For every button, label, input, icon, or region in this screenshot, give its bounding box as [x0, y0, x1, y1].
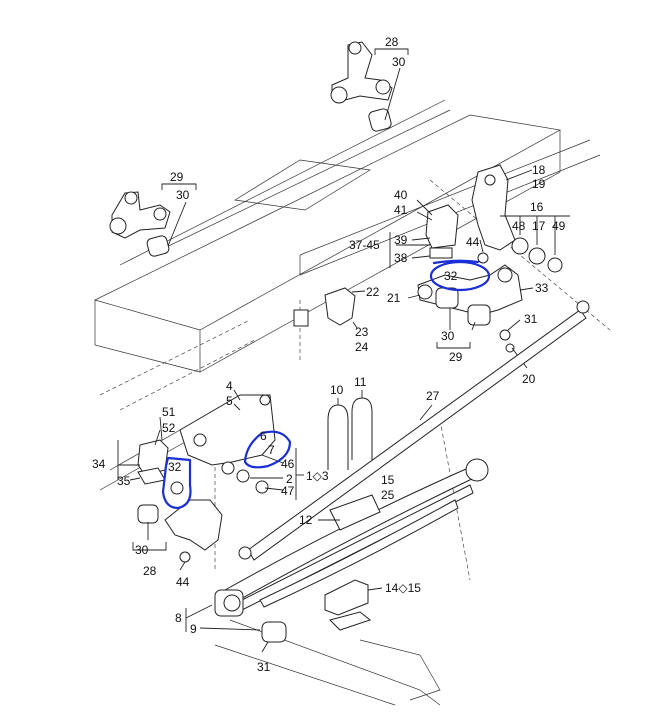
callout-17: 17: [532, 219, 546, 233]
callout-35: 35: [117, 474, 131, 488]
rear-shackle-lower: [137, 481, 223, 563]
callout-39: 39: [394, 233, 408, 247]
callout-44: 44: [176, 575, 190, 589]
callout-23: 23: [355, 325, 369, 339]
rear-shackle-bracket: [417, 264, 523, 353]
callout-38: 38: [394, 251, 408, 265]
callout-9: 9: [190, 622, 197, 636]
callout-31: 31: [257, 660, 271, 674]
bump-stop: [293, 287, 356, 327]
markup-annotations: [161, 259, 491, 510]
callout-2: 2: [286, 472, 293, 486]
callout-8: 8: [175, 611, 182, 625]
callout-19: 19: [532, 177, 546, 191]
callout-24: 24: [355, 340, 369, 354]
callout-29: 29: [170, 170, 184, 184]
callout-12: 12: [299, 513, 313, 527]
callout-37-45: 37-45: [349, 238, 380, 252]
callout-1-3: 1◇3: [306, 469, 329, 483]
callout-32: 32: [444, 269, 458, 283]
callout-32: 32: [168, 460, 182, 474]
callout-5: 5: [226, 394, 233, 408]
callout-51: 51: [162, 405, 176, 419]
callout-20: 20: [522, 372, 536, 386]
markup-circle-32-lower: [161, 456, 192, 510]
callout-30: 30: [176, 188, 190, 202]
callout-33: 33: [535, 281, 549, 295]
torque-rod: [238, 300, 590, 561]
leaf-spring: [214, 458, 489, 643]
callout-21: 21: [387, 291, 401, 305]
rear-hanger-assembly: [137, 394, 276, 494]
callout-30: 30: [441, 329, 455, 343]
spring-pad: [324, 579, 372, 631]
callout-16: 16: [530, 200, 544, 214]
callout-10: 10: [330, 383, 344, 397]
callout-27: 27: [426, 389, 440, 403]
callout-49: 49: [552, 219, 566, 233]
markup-underline-32-upper: [432, 259, 480, 265]
callout-22: 22: [366, 285, 380, 299]
markup-circle-32-upper: [429, 260, 491, 292]
callout-11: 11: [354, 375, 367, 389]
callout-7: 7: [268, 443, 275, 457]
callout-6: 6: [260, 429, 267, 443]
callout-31: 31: [524, 312, 538, 326]
left-shackle-assembly: [109, 191, 171, 257]
callout-28: 28: [385, 35, 399, 49]
u-bolts: [327, 397, 373, 470]
callout-29: 29: [449, 350, 463, 364]
callout-46: 46: [281, 457, 295, 471]
upper-shackle-assembly: [330, 41, 393, 132]
callout-30: 30: [135, 543, 149, 557]
front-hanger-assembly: [425, 164, 563, 273]
callout-44: 44: [466, 235, 480, 249]
callout-52: 52: [162, 421, 176, 435]
callout-18: 18: [532, 163, 546, 177]
callout-labels: 28 30 29 30 18 19 40 41 16 48 17 49 37-4…: [92, 35, 566, 674]
callout-34: 34: [92, 457, 106, 471]
callout-48: 48: [512, 219, 526, 233]
callout-30: 30: [392, 55, 406, 69]
callout-47: 47: [281, 484, 295, 498]
callout-15: 15: [381, 473, 395, 487]
markup-circle-6-7: [243, 430, 292, 469]
callout-4: 4: [226, 379, 233, 393]
callout-28: 28: [143, 564, 157, 578]
callout-40: 40: [394, 188, 408, 202]
callout-14-15: 14◇15: [385, 581, 421, 595]
callout-41: 41: [394, 203, 408, 217]
callout-25: 25: [381, 488, 395, 502]
